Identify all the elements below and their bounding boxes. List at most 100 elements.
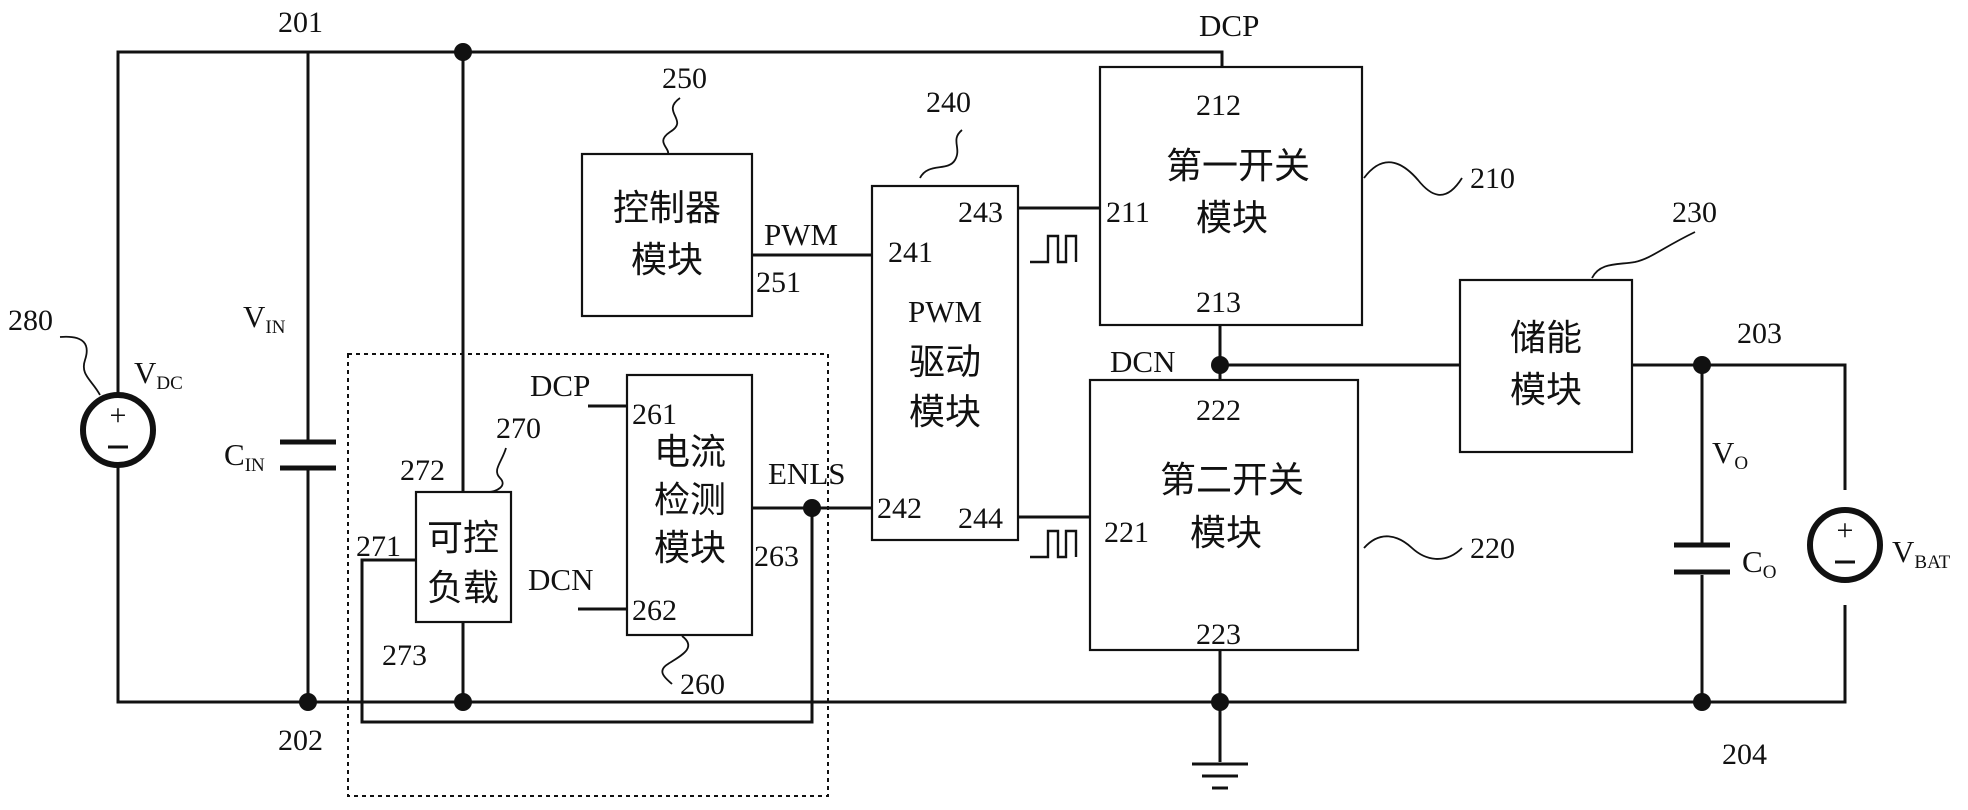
co-capacitor: CO VO (1674, 435, 1776, 583)
storage-line2: 模块 (1510, 370, 1582, 411)
pwm-driver-line3: 模块 (909, 392, 981, 433)
ref-210: 210 (1470, 162, 1515, 195)
current-detect-line1: 电流 (654, 432, 726, 473)
storage-module: 储能 模块 230 (1458, 196, 1717, 454)
leader-line (1591, 231, 1696, 279)
vbat-source: + VBAT (1807, 507, 1951, 583)
ground-icon (1192, 762, 1248, 790)
pin-212: 212 (1196, 89, 1241, 122)
node-201: 201 (278, 6, 323, 39)
pin-242: 242 (877, 492, 922, 525)
svg-text:VDC: VDC (134, 355, 183, 394)
pin-243: 243 (958, 196, 1003, 229)
pin-271: 271 (356, 530, 401, 563)
svg-text:+: + (1837, 514, 1854, 547)
ref-280: 280 (8, 304, 53, 337)
junction-dot (803, 499, 821, 517)
controller-line2: 模块 (631, 240, 703, 281)
pulse-waveform-icon (1030, 529, 1078, 559)
node-203: 203 (1737, 317, 1782, 350)
pulse-waveform-icon (1030, 234, 1078, 264)
load-271-loop-wire (360, 508, 814, 724)
vbat-label: V (1892, 534, 1915, 569)
leader-line (59, 335, 101, 396)
co-label: C (1742, 544, 1763, 579)
dcp-input-label: DCP (530, 368, 590, 403)
switch1-line1: 第一开关 (1166, 146, 1310, 187)
junction-dot (1211, 356, 1229, 374)
leader-line (919, 129, 963, 179)
svg-text:VIN: VIN (243, 299, 286, 338)
pin-263: 263 (754, 540, 799, 573)
controller-module: 控制器 模块 250 251 PWM (580, 62, 838, 318)
switch1-module: 第一开关 模块 212 211 213 210 (1098, 65, 1515, 327)
node-204: 204 (1722, 738, 1767, 771)
cin-label: C (224, 437, 245, 472)
controllable-load: 可控 负载 272 271 273 270 (356, 412, 541, 672)
switch2-line1: 第二开关 (1160, 460, 1304, 501)
junction-dot (1211, 693, 1229, 711)
junction-dot (299, 693, 317, 711)
vo-label: V (1712, 435, 1735, 470)
junction-dot (1693, 693, 1711, 711)
pwm-driver-module: PWM 驱动 模块 240 241 242 243 244 (870, 86, 1020, 542)
svg-text:VBAT: VBAT (1892, 534, 1951, 573)
ref-240: 240 (926, 86, 971, 119)
svg-text:CIN: CIN (224, 437, 265, 476)
load-line2: 负载 (427, 568, 499, 609)
pwm-driver-line1: PWM (908, 294, 982, 329)
pwm-driver-line2: 驱动 (909, 342, 981, 383)
junction-dot (454, 43, 472, 61)
pin-221: 221 (1104, 516, 1149, 549)
dc-source-icon (80, 392, 156, 468)
vo-label-sub: O (1734, 453, 1748, 474)
ref-230: 230 (1672, 196, 1717, 229)
detection-group-boundary (347, 353, 829, 797)
enls-signal-label: ENLS (768, 456, 846, 491)
pin-244: 244 (958, 502, 1003, 535)
leader-line (1363, 161, 1463, 196)
current-detect-line2: 检测 (654, 480, 726, 521)
leader-line (1363, 535, 1463, 560)
pin-223: 223 (1196, 618, 1241, 651)
leader-line (661, 635, 690, 685)
pin-213: 213 (1196, 286, 1241, 319)
current-detect-line3: 模块 (654, 528, 726, 569)
pin-273: 273 (382, 639, 427, 672)
pin-261: 261 (632, 398, 677, 431)
load-line1: 可控 (427, 518, 499, 559)
cin-label-sub: IN (245, 455, 265, 476)
switch2-module: 第二开关 模块 222 221 223 220 (1088, 378, 1515, 652)
svg-text:+: + (110, 399, 127, 432)
pin-262: 262 (632, 594, 677, 627)
ref-220: 220 (1470, 532, 1515, 565)
leader-line (487, 447, 507, 493)
bottom-rail-wire (116, 465, 1847, 704)
ref-260: 260 (680, 668, 725, 701)
vdc-label-sub: DC (156, 373, 182, 394)
leader-line (662, 97, 681, 155)
pin-272: 272 (400, 454, 445, 487)
current-detect-module: 电流 检测 模块 261 262 263 DCP DCN ENLS 260 (528, 368, 846, 701)
pin-211: 211 (1106, 196, 1150, 229)
battery-source-icon (1807, 507, 1883, 583)
switch2-line2: 模块 (1190, 513, 1262, 554)
vin-label: V (243, 299, 266, 334)
rail-dcn-label: DCN (1110, 344, 1175, 379)
ref-270: 270 (496, 412, 541, 445)
junction-dot (454, 693, 472, 711)
controller-line1: 控制器 (613, 188, 721, 229)
vbat-label-sub: BAT (1914, 552, 1950, 573)
pwm-signal-label: PWM (764, 217, 838, 252)
junction-dot (1693, 356, 1711, 374)
top-rail-wire (116, 50, 1224, 395)
node-202: 202 (278, 724, 323, 757)
cin-capacitor: CIN VIN (224, 299, 336, 476)
dcn-input-label: DCN (528, 562, 593, 597)
svg-text:CO: CO (1742, 544, 1776, 583)
vin-label-sub: IN (265, 317, 285, 338)
vdc-source: + VDC 280 (8, 304, 183, 468)
svg-text:VO: VO (1712, 435, 1748, 474)
rail-dcp-label: DCP (1199, 8, 1259, 43)
